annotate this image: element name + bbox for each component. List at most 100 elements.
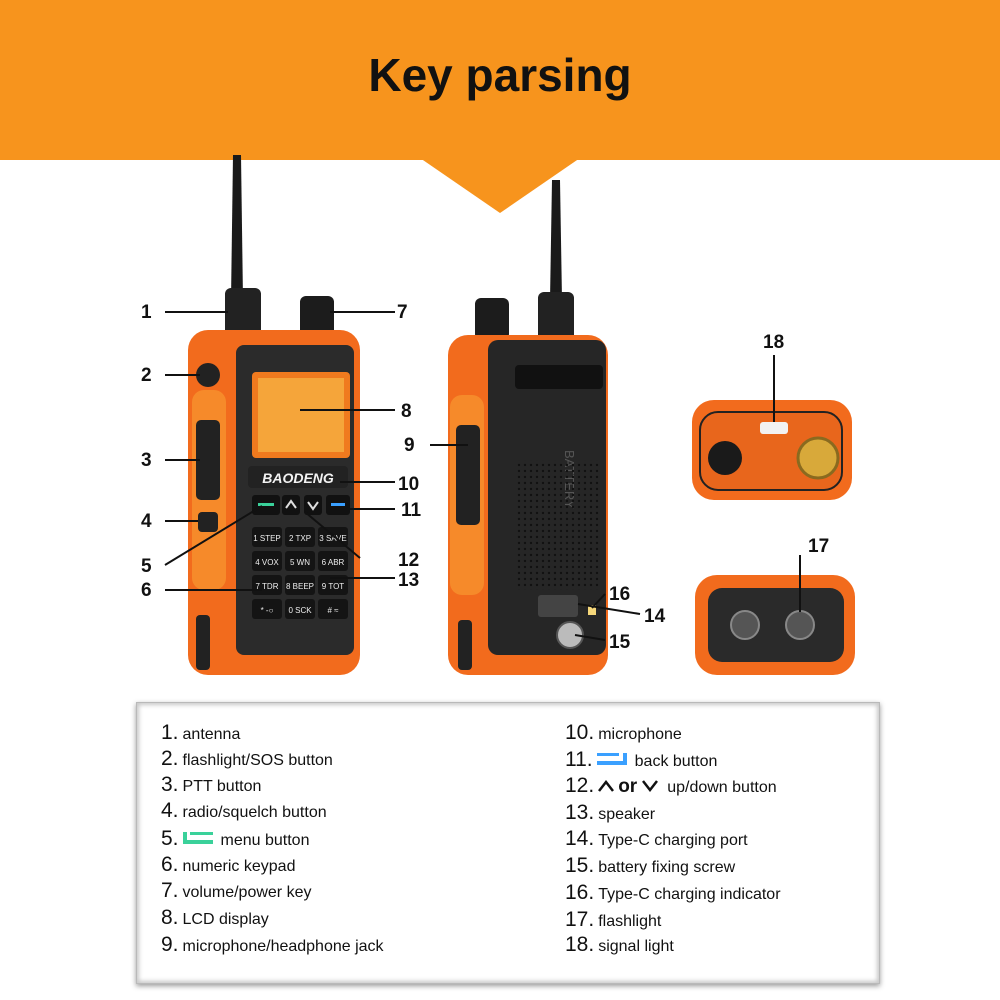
top-view-knob	[708, 441, 742, 475]
header-banner	[0, 0, 1000, 160]
mic-headphone-jack-cover	[456, 425, 480, 525]
keypad-key	[252, 527, 282, 547]
signal-light	[760, 422, 788, 434]
legend-item-16: 16.Type-C charging indicator	[565, 881, 781, 904]
keypad-key	[318, 551, 348, 571]
keypad-key-label: # ≈	[327, 606, 339, 615]
radio-back: BATTERY	[448, 180, 608, 675]
callout-9: 9	[404, 435, 415, 456]
legend-box: 1.antenna 2.flashlight/SOS button 3.PTT …	[136, 702, 880, 984]
keypad-key	[252, 551, 282, 571]
antenna-base-front	[225, 288, 261, 338]
radio-bottom-view	[695, 575, 855, 675]
bottom-view-lens-left	[730, 610, 760, 640]
top-view-antenna-connector	[796, 436, 840, 480]
callout-14: 14	[644, 606, 666, 627]
antenna-base-back	[538, 292, 574, 342]
volume-knob-back	[475, 298, 509, 340]
callout-line-15	[574, 634, 606, 641]
legend-item-9: 9.microphone/headphone jack	[161, 933, 384, 956]
legend-item-11: 11.back button	[565, 748, 718, 771]
keypad-key	[285, 551, 315, 571]
callout-line-5	[164, 505, 263, 566]
menu-icon	[182, 831, 213, 850]
callout-17: 17	[808, 536, 829, 557]
legend-item-3: 3.PTT button	[161, 773, 262, 796]
legend-item-17: 17.flashlight	[565, 908, 662, 931]
keypad-key-label: 8 BEEP	[286, 582, 314, 591]
antenna-front	[231, 155, 243, 300]
down-chevron-icon	[307, 501, 319, 511]
radio-top-view	[692, 400, 852, 500]
squelch-button	[198, 512, 218, 532]
type-c-port-cover	[538, 595, 578, 617]
callout-3: 3	[141, 450, 152, 471]
charging-indicator	[588, 605, 596, 615]
callout-5: 5	[141, 556, 152, 577]
callout-12: 12	[398, 550, 419, 571]
callout-lines	[164, 311, 801, 641]
or-text: or	[618, 776, 638, 797]
callout-8: 8	[401, 401, 412, 422]
page-title: Key parsing	[368, 49, 632, 101]
flashlight-lens	[785, 610, 815, 640]
flashlight-sos-button	[196, 363, 220, 387]
legend-item-6: 6.numeric keypad	[161, 853, 296, 876]
legend-item-7: 7.volume/power key	[161, 879, 312, 902]
keypad-key	[285, 527, 315, 547]
callout-18: 18	[763, 332, 784, 353]
keypad-key	[252, 599, 282, 619]
keypad-key-label: 9 TOT	[322, 582, 344, 591]
keypad-key-label: 5 WN	[290, 558, 310, 567]
callout-line-16	[591, 593, 606, 609]
callout-1: 1	[141, 302, 152, 323]
callout-4: 4	[141, 511, 152, 532]
keypad-key-label: 7 TDR	[256, 582, 279, 591]
keypad-key-label: 1 STEP	[253, 534, 281, 543]
belt-clip-back	[458, 620, 472, 670]
back-key-icon	[331, 503, 345, 506]
legend-item-1: 1.antenna	[161, 721, 241, 744]
keypad-key-label: 0 SCK	[288, 606, 312, 615]
keypad-key	[285, 575, 315, 595]
callout-6: 6	[141, 580, 152, 601]
keypad-key-label: 3 SAVE	[319, 534, 346, 543]
belt-clip-front	[196, 615, 210, 670]
bottom-view-panel	[708, 588, 844, 662]
brand-plate	[248, 466, 348, 488]
keypad-key-label: 2 TXP	[289, 534, 311, 543]
callout-10: 10	[398, 474, 419, 495]
legend-item-8: 8.LCD display	[161, 906, 269, 929]
callout-line-12	[304, 511, 361, 559]
legend-item-5: 5.menu button	[161, 827, 310, 850]
lcd-screen	[258, 378, 344, 452]
legend-item-13: 13.speaker	[565, 801, 656, 824]
legend-item-15: 15.battery fixing screw	[565, 854, 736, 877]
battery-latch	[515, 365, 603, 389]
callout-16: 16	[609, 584, 630, 605]
menu-key-icon	[258, 503, 274, 506]
keypad-key	[318, 599, 348, 619]
volume-knob-front	[300, 296, 334, 336]
callout-line-14	[577, 603, 641, 615]
keypad-key-label: * -○	[261, 606, 274, 615]
legend-item-14: 14.Type-C charging port	[565, 827, 748, 850]
back-icon	[596, 752, 627, 771]
keypad-key-label: 6 ABR	[322, 558, 345, 567]
callout-2: 2	[141, 365, 152, 386]
ptt-button	[196, 420, 220, 500]
battery-fixing-screw	[556, 621, 584, 649]
legend-item-4: 4.radio/squelch button	[161, 799, 327, 822]
keypad-key	[318, 575, 348, 595]
legend-item-2: 2.flashlight/SOS button	[161, 747, 333, 770]
callout-7: 7	[397, 302, 408, 323]
legend-item-10: 10.microphone	[565, 721, 682, 744]
callout-11: 11	[401, 500, 422, 521]
callout-numbers: 1 2 3 4 5 6 7 8 9 10 11 12 13 14 15 16 1…	[141, 302, 829, 653]
callout-13: 13	[398, 570, 419, 591]
antenna-back	[550, 180, 562, 300]
up-key	[282, 495, 300, 515]
